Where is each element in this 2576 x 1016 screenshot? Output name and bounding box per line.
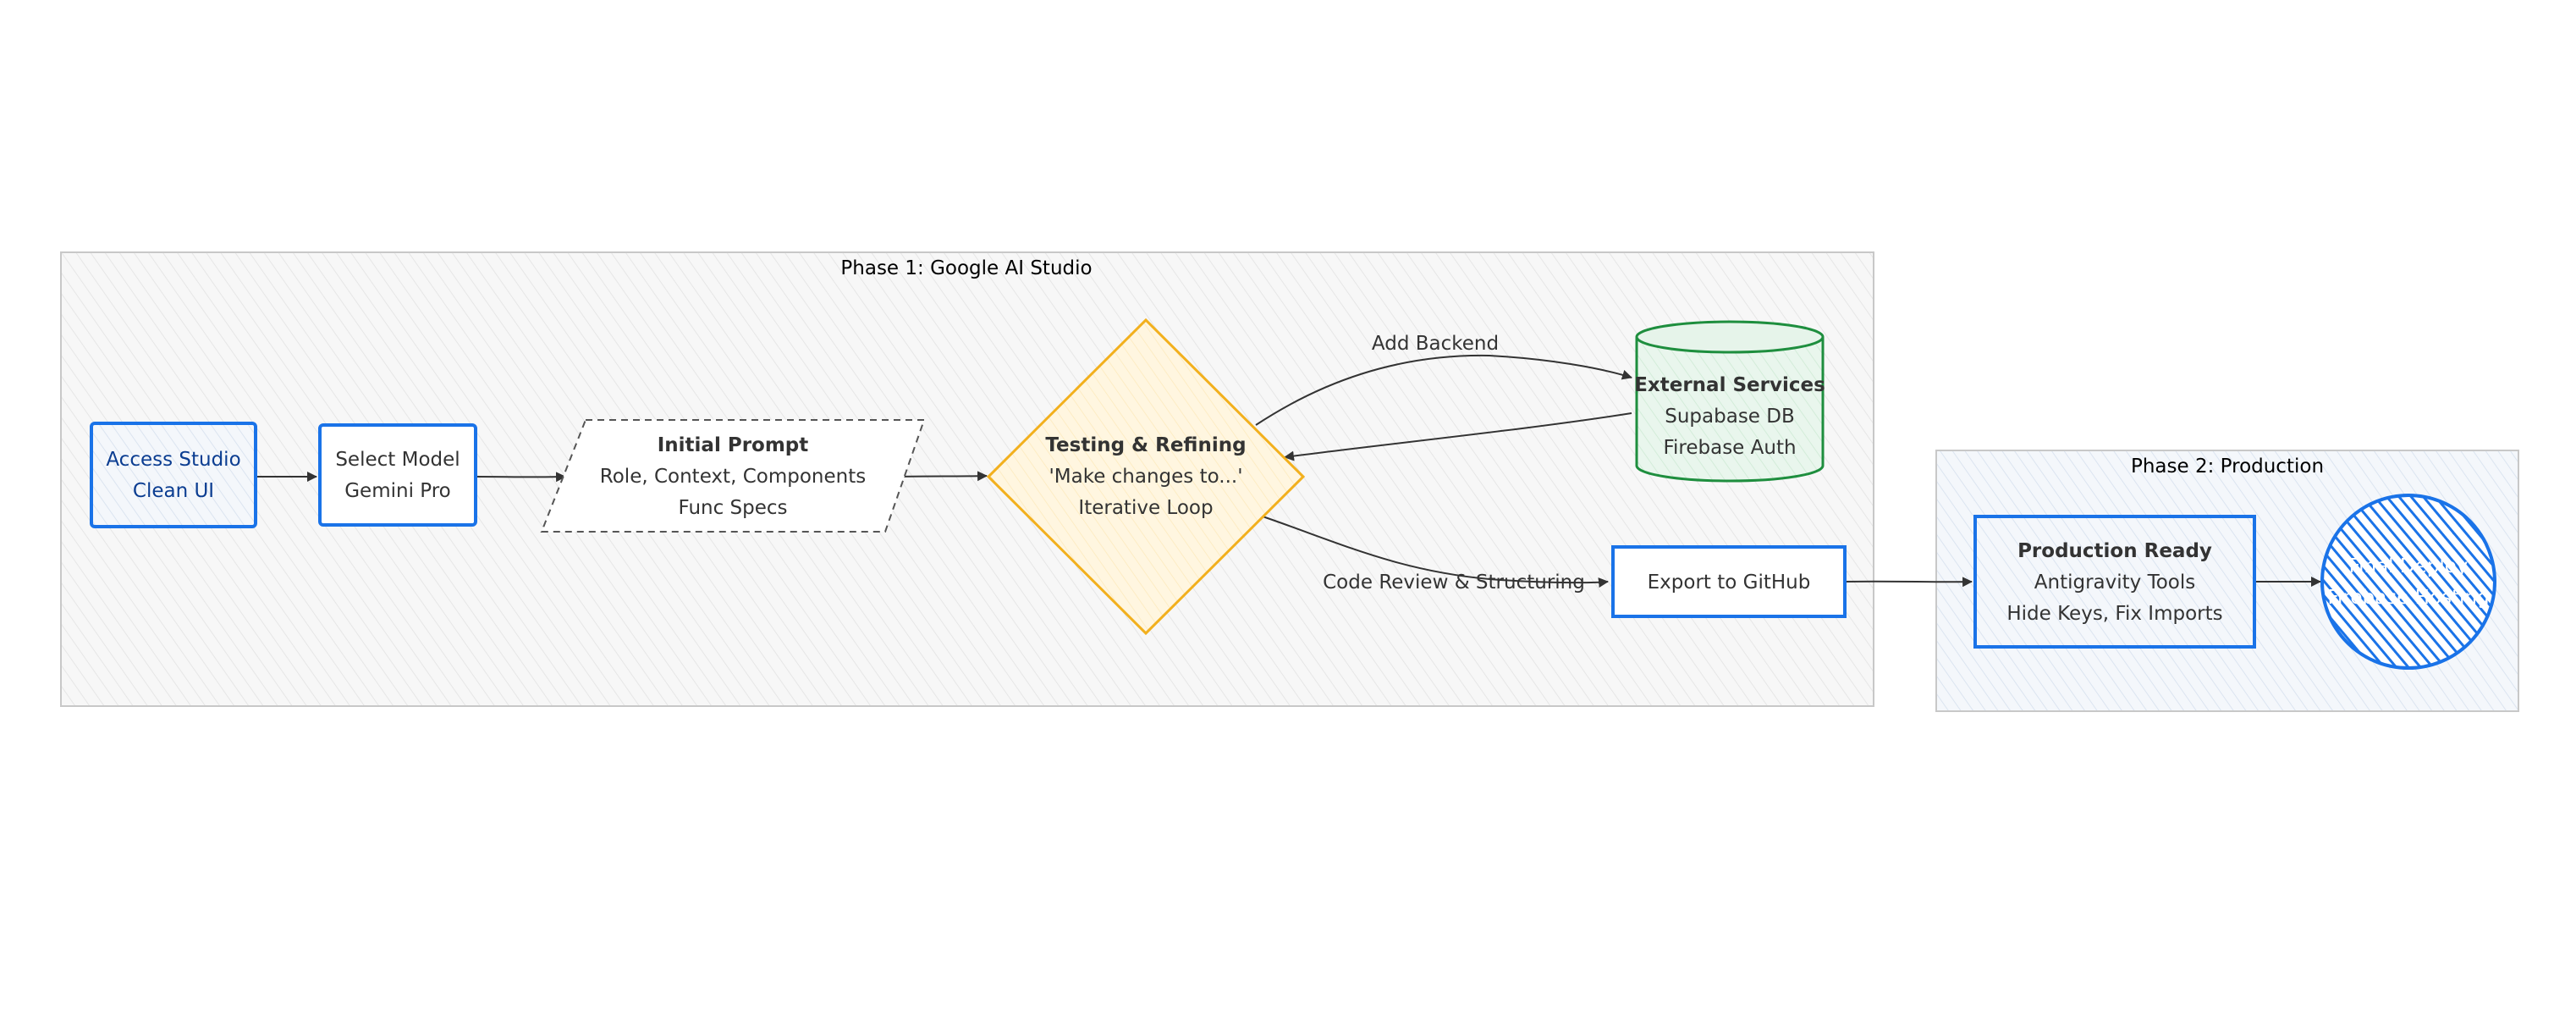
node-select-model-line-2: Gemini Pro <box>344 480 451 502</box>
subgraph-phase-2-title: Phase 2: Production <box>2131 456 2324 478</box>
node-external-title: External Services <box>1634 374 1825 396</box>
node-access-studio-line-1: Access Studio <box>106 449 240 471</box>
node-production-line-2: Hide Keys, Fix Imports <box>2006 603 2222 625</box>
edge-external-to-testing <box>1284 412 1632 461</box>
node-testing-refining[interactable]: Testing & Refining 'Make changes to...' … <box>986 318 1306 636</box>
node-initial-prompt-line-2: Func Specs <box>678 497 787 519</box>
node-testing-line-1: 'Make changes to...' <box>1049 466 1242 488</box>
node-testing-line-2: Iterative Loop <box>1078 497 1213 519</box>
node-access-studio-line-2: Clean UI <box>133 480 214 502</box>
node-initial-prompt-title: Initial Prompt <box>658 434 809 456</box>
node-access-studio[interactable]: Access Studio Clean UI <box>90 422 257 528</box>
node-initial-prompt-line-1: Role, Context, Components <box>600 466 866 488</box>
node-select-model-line-1: Select Model <box>335 449 460 471</box>
edges <box>257 354 2321 588</box>
edge-label-code-review: Code Review & Structuring <box>1323 572 1585 594</box>
node-final-deploy[interactable]: Final Deploy Firebase Hosting <box>2320 494 2496 670</box>
node-production-line-1: Antigravity Tools <box>2034 572 2195 594</box>
node-select-model[interactable]: Select Model Gemini Pro <box>318 423 477 527</box>
node-export-github[interactable]: Export to GitHub <box>1611 545 1847 618</box>
node-export-label: Export to GitHub <box>1648 572 1811 594</box>
edge-testing-to-external <box>1255 354 1632 426</box>
node-external-services[interactable]: External Services Supabase DB Firebase A… <box>1634 320 1825 483</box>
edge-prompt-to-testing <box>896 471 988 482</box>
edge-label-add-backend: Add Backend <box>1372 333 1499 355</box>
node-external-line-2: Firebase Auth <box>1663 437 1796 459</box>
edge-export-to-production <box>1844 577 1973 588</box>
node-testing-title: Testing & Refining <box>1045 434 1246 456</box>
node-initial-prompt[interactable]: Initial Prompt Role, Context, Components… <box>540 419 926 533</box>
node-external-line-1: Supabase DB <box>1665 406 1795 428</box>
subgraph-phase-1-title: Phase 1: Google AI Studio <box>840 257 1092 279</box>
node-production-title: Production Ready <box>2017 540 2212 562</box>
edge-testing-to-export <box>1262 516 1609 588</box>
node-production-ready[interactable]: Production Ready Antigravity Tools Hide … <box>1973 515 2256 649</box>
node-deploy-line-1: Final Deploy <box>2349 555 2469 577</box>
node-deploy-line-2: Firebase Hosting <box>2327 587 2489 609</box>
